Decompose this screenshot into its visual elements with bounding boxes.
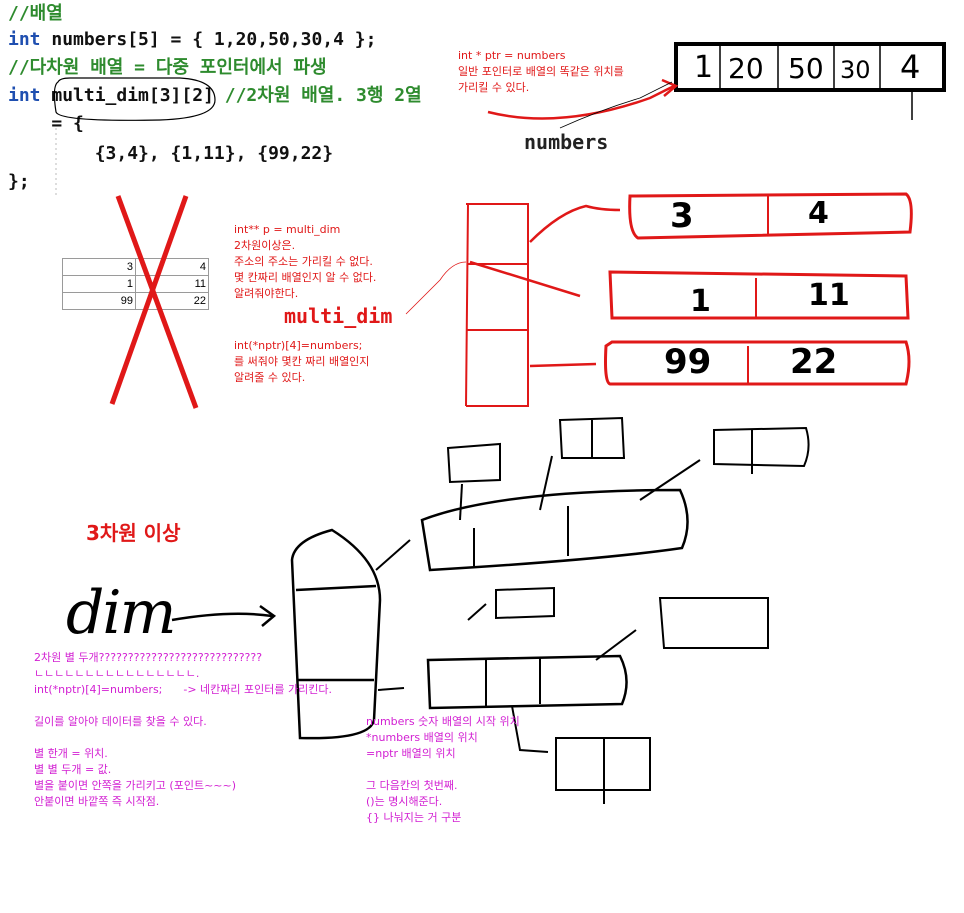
ptr-arrow xyxy=(487,84,675,120)
code-initializer-open: = { xyxy=(8,113,84,134)
multidim-circle xyxy=(53,77,216,121)
multidim-pointer-column xyxy=(465,203,529,407)
ptr-arrowhead xyxy=(661,78,679,97)
cell-box xyxy=(495,586,555,620)
numbers-initializer: numbers[5] = { 1,20,50,30,4 }; xyxy=(40,29,377,50)
numbers-location-note: numbers 숫자 배열의 시작 위치 *numbers 배열의 위치 =np… xyxy=(366,715,520,824)
numbers-cell: 30 xyxy=(840,56,871,84)
ptr-note: int * ptr = numbers 일반 포인터로 배열의 똑같은 위치를 … xyxy=(458,49,624,94)
cell-box xyxy=(446,442,501,484)
numbers-cell: 1 xyxy=(694,50,714,85)
numbers-label: numbers xyxy=(524,130,609,154)
cell-box xyxy=(658,597,769,649)
code-initializer-close: }; xyxy=(8,171,30,192)
double-pointer-note: int** p = multi_dim 2차원이상은. 주소의 주소는 가리킬 … xyxy=(234,223,377,300)
multidim-cell: 3 xyxy=(670,196,694,236)
lower-plane xyxy=(426,654,628,710)
cell-arrow xyxy=(467,603,487,621)
plane-arrow xyxy=(375,539,411,571)
multidim-declarator: multi_dim[3][2] xyxy=(40,85,225,106)
dim-handwriting: dim xyxy=(66,578,176,648)
numbers-cell: 4 xyxy=(900,48,921,86)
cell-arrow xyxy=(595,629,637,661)
keyword-int: int xyxy=(8,85,41,106)
multidim-row-box xyxy=(628,192,913,240)
table-cell: 99 xyxy=(62,292,136,310)
cell-arrow xyxy=(639,459,701,501)
row-arrow xyxy=(529,362,597,368)
multidim-label: multi_dim xyxy=(284,304,393,328)
multidim-row-box xyxy=(608,270,910,320)
dim-arrowhead xyxy=(259,604,277,627)
three-dim-label: 3차원 이상 xyxy=(86,521,181,545)
keyword-int: int xyxy=(8,29,41,50)
cell-arrow xyxy=(511,705,549,753)
dim-pointer-column xyxy=(290,528,382,740)
cell-box xyxy=(555,737,651,791)
pointer-rules-note: 2차원 별 두개???????????????????????????? ㄴㄴㄴ… xyxy=(34,651,332,808)
cell-box xyxy=(713,426,810,468)
cell-arrow xyxy=(459,483,463,521)
array-pointer-note: int(*nptr)[4]=numbers; 를 써줘야 몇칸 짜리 배열인지 … xyxy=(234,339,370,384)
code-comment-array: //배열 xyxy=(8,3,63,24)
multidim-cell: 99 xyxy=(664,342,712,382)
multidim-label-line xyxy=(405,261,467,315)
numbers-cell: 50 xyxy=(788,52,824,85)
multidim-cell: 4 xyxy=(808,196,829,231)
numbers-array-box xyxy=(674,42,946,92)
cell-box xyxy=(558,416,626,459)
red-x-stroke xyxy=(115,195,199,409)
red-x-stroke xyxy=(109,195,189,405)
multidim-cell: 22 xyxy=(790,342,838,382)
numbers-label-line xyxy=(559,81,673,129)
code-numbers-declaration: int numbers[5] = { 1,20,50,30,4 }; xyxy=(8,28,376,52)
multidim-cell: 11 xyxy=(808,278,850,313)
plane-arrow xyxy=(377,687,405,691)
table-row: 3 4 xyxy=(62,258,209,276)
multidim-cell: 1 xyxy=(690,284,711,319)
dim-arrow xyxy=(171,612,273,622)
code-comment-2d: //2차원 배열. 3행 2열 xyxy=(224,85,422,106)
multidim-row-box xyxy=(604,340,911,386)
cell-arrow xyxy=(539,455,553,511)
row-arrow xyxy=(529,204,621,243)
code-multidim-declaration: int multi_dim[3][2] //2차원 배열. 3행 2열 xyxy=(8,84,422,108)
numbers-cell: 20 xyxy=(728,52,764,85)
upper-plane xyxy=(420,488,689,572)
row-arrow xyxy=(469,260,581,298)
code-initializer-values: {3,4}, {1,11}, {99,22} xyxy=(8,143,334,164)
code-comment-multidim: //다차원 배열 = 다중 포인터에서 파생 xyxy=(8,57,327,78)
